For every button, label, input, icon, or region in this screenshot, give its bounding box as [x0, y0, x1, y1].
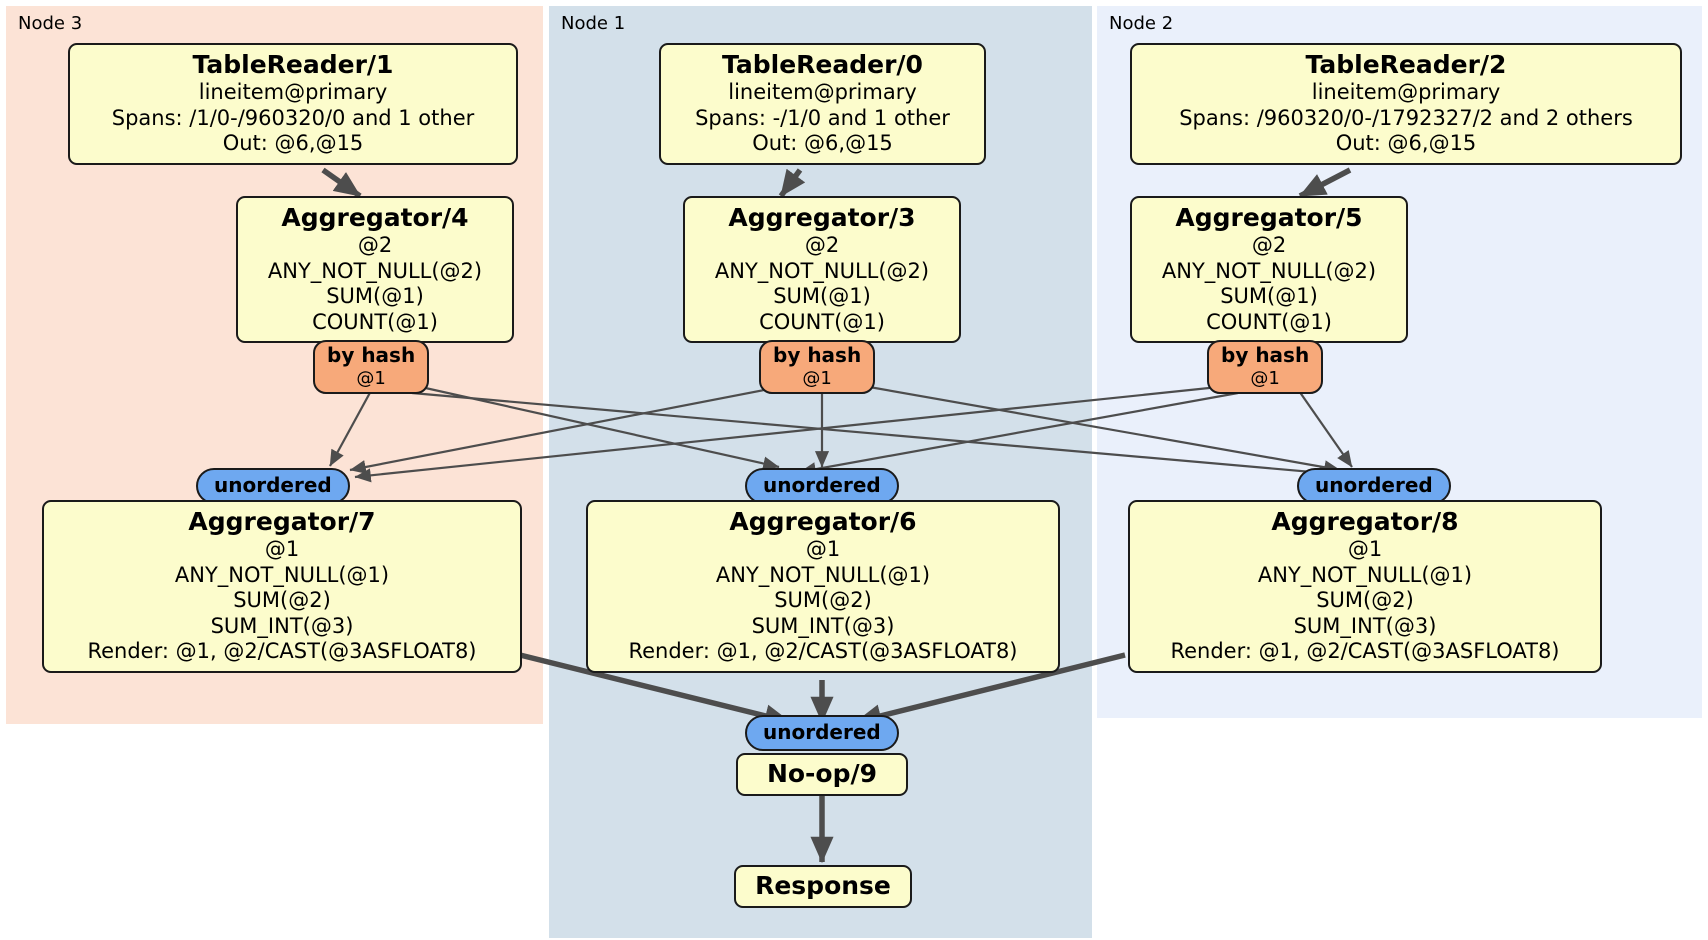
processor-detail-agg-2: COUNT(@1) [312, 309, 438, 334]
processor-detail-agg-0: ANY_NOT_NULL(@1) [174, 562, 390, 587]
processor-detail-agg-1: SUM(@2) [1316, 588, 1414, 613]
processor-detail-spans: Spans: -/1/0 and 1 other [695, 105, 950, 130]
processor-detail-agg-2: SUM_INT(@3) [210, 613, 354, 638]
router-label: by hash [773, 343, 862, 367]
stream-label: unordered [763, 720, 881, 744]
processor-title: Aggregator/3 [728, 203, 916, 232]
processor-detail-table: lineitem@primary [728, 80, 917, 104]
cluster-label-node-2: Node 2 [1109, 13, 1174, 34]
processor-aggregator-6[interactable]: Aggregator/6 @1 ANY_NOT_NULL(@1) SUM(@2)… [586, 500, 1060, 674]
processor-detail-agg-0: ANY_NOT_NULL(@2) [1161, 258, 1377, 283]
processor-aggregator-3[interactable]: Aggregator/3 @2 ANY_NOT_NULL(@2) SUM(@1)… [683, 196, 961, 344]
processor-aggregator-4[interactable]: Aggregator/4 @2 ANY_NOT_NULL(@2) SUM(@1)… [236, 196, 514, 344]
processor-detail-groupcol: @2 [357, 233, 393, 257]
processor-detail-groupcol: @2 [804, 233, 840, 257]
processor-detail-agg-1: SUM(@1) [326, 284, 424, 309]
processor-detail-agg-2: SUM_INT(@3) [751, 613, 895, 638]
stream-unordered-final[interactable]: unordered [745, 715, 899, 751]
processor-detail-table: lineitem@primary [1311, 80, 1501, 104]
processor-title: Aggregator/7 [188, 507, 376, 536]
processor-detail-spans: Spans: /960320/0-/1792327/2 and 2 others [1179, 105, 1633, 130]
processor-title: Aggregator/8 [1271, 507, 1459, 536]
processor-detail-groupcol: @2 [1251, 233, 1287, 257]
processor-detail-out: Out: @6,@15 [222, 131, 364, 156]
processor-aggregator-7[interactable]: Aggregator/7 @1 ANY_NOT_NULL(@1) SUM(@2)… [42, 500, 522, 674]
processor-detail-render: Render: @1, @2/CAST(@3ASFLOAT8) [628, 639, 1018, 664]
stream-unordered-right[interactable]: unordered [1297, 468, 1451, 504]
router-column: @1 [802, 367, 832, 389]
processor-title: Aggregator/6 [729, 507, 917, 536]
processor-detail-out: Out: @6,@15 [1335, 131, 1477, 156]
processor-detail-agg-0: ANY_NOT_NULL(@1) [1257, 562, 1473, 587]
stream-label: unordered [1315, 473, 1433, 497]
processor-title: No-op/9 [766, 759, 878, 788]
stream-label: unordered [763, 473, 881, 497]
router-column: @1 [356, 367, 386, 389]
processor-detail-table: lineitem@primary [198, 80, 388, 104]
processor-detail-groupcol: @1 [264, 537, 300, 561]
processor-aggregator-8[interactable]: Aggregator/8 @1 ANY_NOT_NULL(@1) SUM(@2)… [1128, 500, 1602, 674]
stream-unordered-center[interactable]: unordered [745, 468, 899, 504]
router-label: by hash [1221, 343, 1310, 367]
processor-detail-agg-1: SUM(@1) [1220, 284, 1318, 309]
processor-detail-agg-0: ANY_NOT_NULL(@1) [715, 562, 931, 587]
processor-aggregator-5[interactable]: Aggregator/5 @2 ANY_NOT_NULL(@2) SUM(@1)… [1130, 196, 1408, 344]
processor-detail-render: Render: @1, @2/CAST(@3ASFLOAT8) [1170, 639, 1560, 664]
processor-title: TableReader/2 [1305, 50, 1507, 79]
processor-tablereader-1[interactable]: TableReader/1 lineitem@primary Spans: /1… [68, 43, 518, 165]
processor-tablereader-0[interactable]: TableReader/0 lineitem@primary Spans: -/… [659, 43, 986, 165]
processor-tablereader-2[interactable]: TableReader/2 lineitem@primary Spans: /9… [1130, 43, 1682, 165]
router-by-hash-right[interactable]: by hash @1 [1207, 340, 1324, 394]
processor-detail-agg-2: COUNT(@1) [1206, 309, 1332, 334]
processor-detail-out: Out: @6,@15 [752, 131, 893, 156]
processor-title: Response [755, 871, 891, 900]
router-column: @1 [1250, 367, 1280, 389]
processor-response[interactable]: Response [734, 865, 912, 908]
cluster-label-node-1: Node 1 [561, 13, 626, 34]
processor-detail-agg-2: COUNT(@1) [759, 309, 885, 334]
processor-detail-groupcol: @1 [1347, 537, 1383, 561]
processor-detail-agg-0: ANY_NOT_NULL(@2) [267, 258, 483, 283]
processor-no-op-9[interactable]: No-op/9 [736, 753, 908, 796]
processor-title: TableReader/0 [722, 50, 923, 79]
processor-detail-agg-1: SUM(@2) [233, 588, 331, 613]
processor-detail-spans: Spans: /1/0-/960320/0 and 1 other [111, 105, 475, 130]
processor-detail-render: Render: @1, @2/CAST(@3ASFLOAT8) [87, 639, 477, 664]
router-by-hash-center[interactable]: by hash @1 [759, 340, 876, 394]
router-label: by hash [327, 343, 416, 367]
processor-detail-groupcol: @1 [805, 537, 841, 561]
processor-title: Aggregator/5 [1175, 203, 1363, 232]
processor-detail-agg-1: SUM(@1) [773, 284, 871, 309]
router-by-hash-left[interactable]: by hash @1 [313, 340, 430, 394]
processor-detail-agg-1: SUM(@2) [774, 588, 872, 613]
processor-detail-agg-0: ANY_NOT_NULL(@2) [714, 258, 930, 283]
processor-title: TableReader/1 [192, 50, 394, 79]
stream-label: unordered [214, 473, 332, 497]
stream-unordered-left[interactable]: unordered [196, 468, 350, 504]
cluster-label-node-3: Node 3 [18, 13, 83, 34]
processor-title: Aggregator/4 [281, 203, 469, 232]
processor-detail-agg-2: SUM_INT(@3) [1293, 613, 1437, 638]
